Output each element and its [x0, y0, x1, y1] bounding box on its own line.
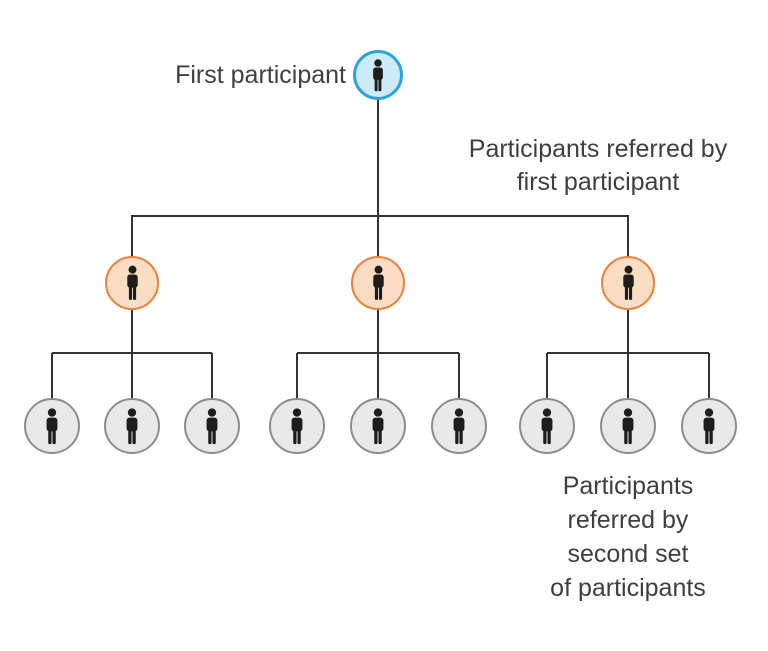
label-third-line1: Participants	[562, 472, 694, 500]
person-icon	[616, 408, 640, 445]
label-second-line1: Participants referred by	[468, 135, 728, 163]
participant-node-referred-by-second-8	[600, 398, 656, 454]
participant-node-referred-by-first-3	[601, 256, 655, 310]
person-icon	[120, 408, 144, 445]
person-icon	[285, 408, 309, 445]
person-icon	[121, 265, 144, 301]
person-icon	[367, 265, 390, 301]
participant-node-first-participant	[353, 50, 403, 100]
person-icon	[535, 408, 559, 445]
participant-node-referred-by-second-2	[104, 398, 160, 454]
label-third-line2: referred by	[567, 506, 689, 534]
person-icon	[447, 408, 471, 445]
label-first-participant-text: First participant	[175, 61, 346, 89]
participant-node-referred-by-second-6	[431, 398, 487, 454]
person-icon	[40, 408, 64, 445]
label-third-line3: second set	[567, 540, 689, 568]
level3-connectors	[51, 352, 710, 400]
participant-node-referred-by-first-1	[105, 256, 159, 310]
participant-node-referred-by-second-3	[184, 398, 240, 454]
label-participants-referred-by-first: Participants referred by first participa…	[436, 133, 760, 199]
person-icon	[697, 408, 721, 445]
participant-node-referred-by-second-4	[269, 398, 325, 454]
participant-node-referred-by-second-5	[350, 398, 406, 454]
label-first-participant: First participant	[175, 59, 346, 92]
participant-node-referred-by-second-7	[519, 398, 575, 454]
participant-node-referred-by-second-9	[681, 398, 737, 454]
person-icon	[367, 59, 389, 92]
label-third-line4: of participants	[550, 574, 706, 602]
label-second-line2: first participant	[516, 168, 680, 196]
participant-node-referred-by-first-2	[351, 256, 405, 310]
participant-node-referred-by-second-1	[24, 398, 80, 454]
label-participants-referred-by-second-set: Participants referred by second set of p…	[500, 469, 756, 605]
person-icon	[617, 265, 640, 301]
person-icon	[200, 408, 224, 445]
person-icon	[366, 408, 390, 445]
